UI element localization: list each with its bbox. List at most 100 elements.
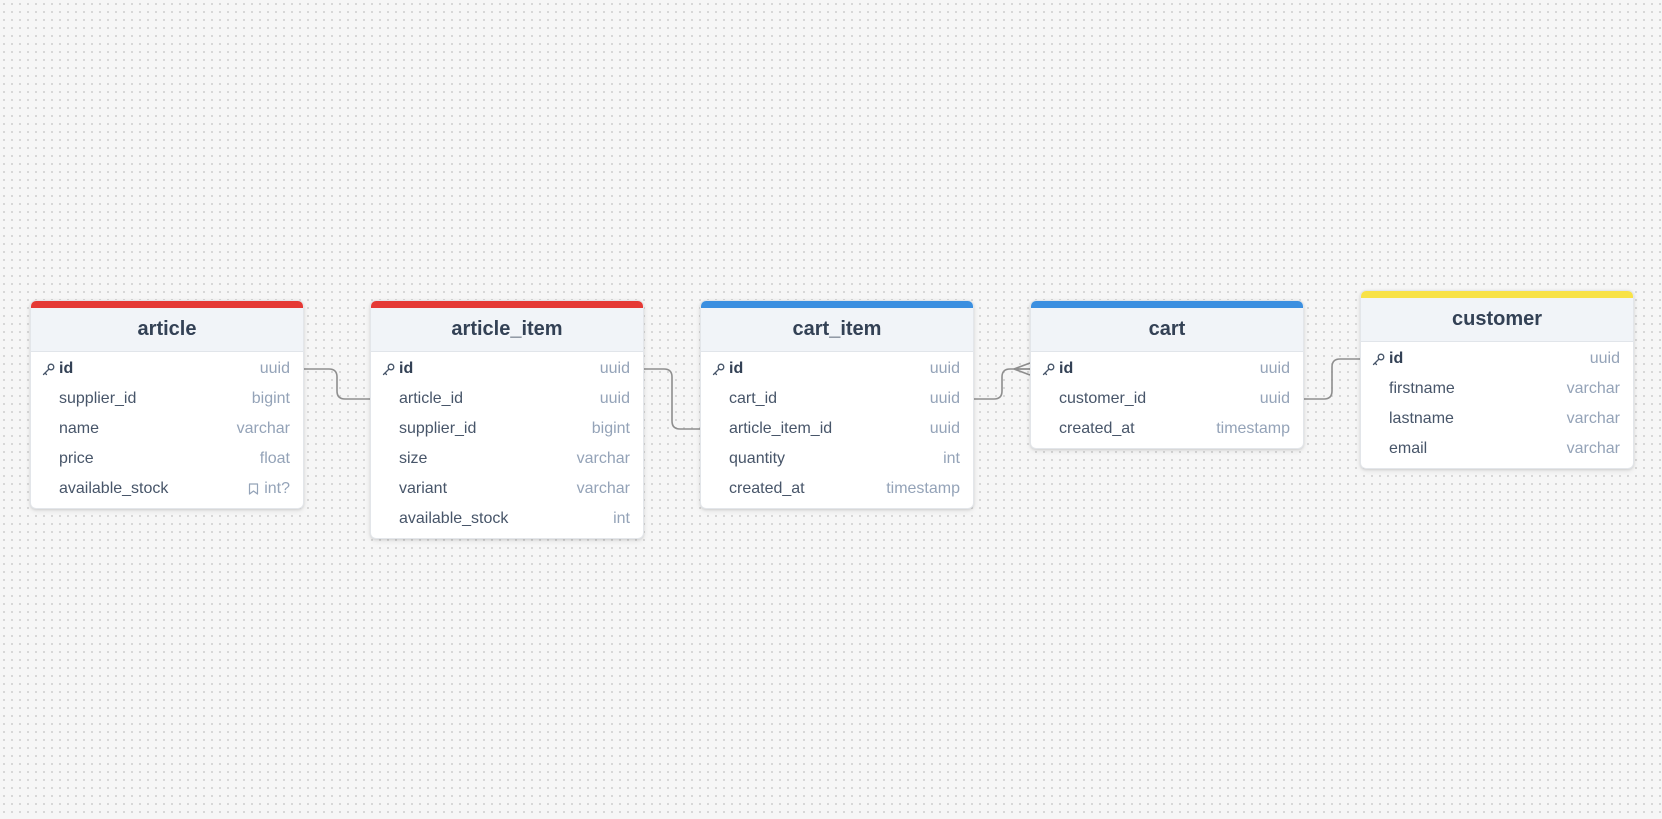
primary-key-icon — [1042, 363, 1059, 376]
table-name: article_item — [451, 318, 563, 340]
table-header[interactable]: customer — [1361, 298, 1633, 342]
field-type: uuid — [600, 360, 630, 378]
table-color-bar — [1031, 301, 1303, 308]
crows-foot-many-marker — [1013, 362, 1031, 376]
field-name: id — [1389, 350, 1404, 367]
field-name: created_at — [1059, 420, 1135, 437]
table-color-bar — [31, 301, 303, 308]
note-icon[interactable] — [248, 483, 259, 495]
relation-line-3[interactable] — [974, 368, 1030, 400]
field-type: uuid — [930, 420, 960, 438]
field-name: firstname — [1389, 380, 1455, 397]
field-name: article_id — [399, 390, 464, 407]
field-name: id — [399, 360, 414, 377]
field-name: available_stock — [399, 510, 509, 527]
field-row-id[interactable]: id uuid — [371, 354, 643, 384]
field-type-label: varchar — [576, 450, 630, 467]
field-row-id[interactable]: id uuid — [1361, 344, 1633, 374]
table-name: article — [137, 318, 197, 340]
field-type: varchar — [237, 420, 290, 438]
field-type: bigint — [592, 420, 630, 438]
field-name: email — [1389, 440, 1428, 457]
field-type-label: uuid — [259, 360, 290, 377]
field-row-size[interactable]: size varchar — [371, 444, 643, 474]
field-row-price[interactable]: price float — [31, 444, 303, 474]
field-row-name[interactable]: name varchar — [31, 414, 303, 444]
field-type: timestamp — [886, 480, 960, 498]
field-type: uuid — [930, 390, 960, 408]
relation-line-4[interactable] — [1304, 358, 1360, 400]
relation-line-2[interactable] — [644, 368, 700, 430]
primary-key-icon — [42, 363, 59, 376]
field-row-customer-id[interactable]: customer_id uuid — [1031, 384, 1303, 414]
table-name: cart_item — [792, 318, 882, 340]
field-name: supplier_id — [59, 390, 137, 407]
field-type-label: uuid — [1259, 360, 1290, 377]
field-row-supplier-id[interactable]: supplier_id bigint — [31, 384, 303, 414]
table-header[interactable]: article — [31, 308, 303, 352]
field-type-label: varchar — [1566, 410, 1620, 427]
field-name: name — [59, 420, 100, 437]
field-type-label: varchar — [236, 420, 290, 437]
field-type-label: varchar — [1566, 380, 1620, 397]
field-type-label: uuid — [929, 360, 960, 377]
field-name: size — [399, 450, 428, 467]
field-type-label: varchar — [576, 480, 630, 497]
table-name: customer — [1451, 308, 1543, 330]
field-row-firstname[interactable]: firstname varchar — [1361, 374, 1633, 404]
field-type-label: timestamp — [1216, 420, 1290, 437]
field-row-supplier-id[interactable]: supplier_id bigint — [371, 414, 643, 444]
field-name: article_item_id — [729, 420, 833, 437]
field-name: price — [59, 450, 94, 467]
table-color-bar — [1361, 291, 1633, 298]
table-header[interactable]: article_item — [371, 308, 643, 352]
relation-line-1[interactable] — [304, 368, 370, 400]
table-header[interactable]: cart_item — [701, 308, 973, 352]
field-row-created-at[interactable]: created_at timestamp — [1031, 414, 1303, 444]
field-type: uuid — [1590, 350, 1620, 368]
field-type: varchar — [1567, 380, 1620, 398]
field-type-label: float — [259, 450, 290, 467]
field-type-label: uuid — [599, 360, 630, 377]
table-header[interactable]: cart — [1031, 308, 1303, 352]
field-type-label: uuid — [1589, 350, 1620, 367]
field-name: customer_id — [1059, 390, 1147, 407]
field-type: uuid — [1260, 360, 1290, 378]
field-type: int — [943, 450, 960, 468]
field-type: timestamp — [1216, 420, 1290, 438]
primary-key-icon — [712, 363, 729, 376]
field-name: supplier_id — [399, 420, 477, 437]
field-row-email[interactable]: email varchar — [1361, 434, 1633, 464]
field-type-label: uuid — [1259, 390, 1290, 407]
field-type-label: varchar — [1566, 440, 1620, 457]
field-type: uuid — [1260, 390, 1290, 408]
field-type: varchar — [577, 450, 630, 468]
field-row-article-item-id[interactable]: article_item_id uuid — [701, 414, 973, 444]
field-type: float — [260, 450, 290, 468]
primary-key-icon — [382, 363, 399, 376]
field-type-label: int? — [264, 480, 290, 497]
field-type-label: bigint — [251, 390, 290, 407]
